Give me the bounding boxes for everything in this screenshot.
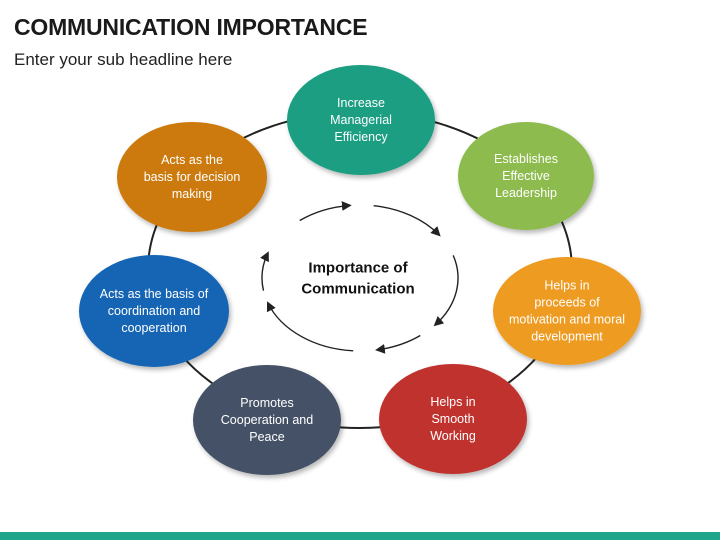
page-subtitle: Enter your sub headline here [14,50,233,69]
node-label-line: Managerial [330,113,392,127]
node-label-line: development [531,330,603,344]
center-label-line: Importance of [308,260,408,277]
node-shape [79,255,229,367]
node-label-line: Helps in [544,279,589,293]
node-shape [117,122,267,232]
node-shape [458,122,594,230]
cycle-arrow [260,251,269,291]
node-acts-as-basis-of-coordination: Acts as the basis of coordination and coop… [79,255,229,367]
node-label-line: Promotes [240,396,294,410]
footer-accent-bar [0,532,720,540]
node-shape [287,65,435,175]
node-label-line: making [172,187,212,201]
node-label-line: Helps in [430,395,475,409]
cycle-arrow [266,301,354,352]
node-label-line: motivation and moral [509,313,625,327]
node-label-line: Efficiency [334,130,388,144]
inner-cycle-arrows [260,201,459,354]
node-shape [379,364,527,474]
node-label-line: Acts as the [161,153,223,167]
node-label: Acts as the basis for decision making [144,153,241,201]
node-helps-in-proceeds-of-motivation: Helps in proceeds of motivation and moral d… [493,257,641,365]
node-label-line: Working [430,429,476,443]
node-label: Acts as the basis of coordination and coop… [100,287,209,335]
cycle-arrow [299,201,352,222]
node-label-line: Leadership [495,186,557,200]
node-label-line: coordination and [108,304,200,318]
node-label-line: Cooperation and [221,413,313,427]
cycle-arrow [375,334,421,354]
node-label-line: Effective [502,169,550,183]
node-label: Helps in proceeds of motivation and moral d… [509,279,625,344]
node-label-line: basis for decision [144,170,241,184]
node-label-line: Establishes [494,152,558,166]
page-title: COMMUNICATION IMPORTANCE [14,14,368,40]
cycle-arrow [433,255,459,327]
node-label-line: Increase [337,96,385,110]
center-label-line: Communication [301,281,414,298]
node-label-line: Peace [249,430,284,444]
node-label-line: Smooth [431,412,474,426]
cycle-arrow [373,205,441,237]
node-label-line: proceeds of [534,296,600,310]
node-label-line: cooperation [121,321,186,335]
node-shape [493,257,641,365]
node-label-line: Acts as the basis of [100,287,209,301]
center-label: Importance of Communication [301,260,414,298]
node-shape [193,365,341,475]
node-acts-as-basis-for-decision-making: Acts as the basis for decision making [117,122,267,232]
